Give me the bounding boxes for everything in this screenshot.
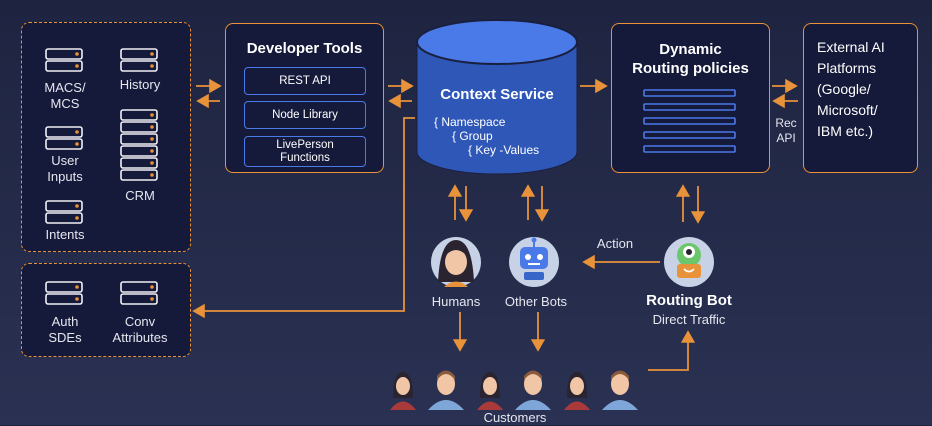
routing-bot-sublabel: Direct Traffic: [652, 312, 726, 327]
action-label: Action: [596, 236, 634, 251]
conv-label: Conv Attributes: [112, 314, 168, 345]
macs-label: MACS/ MCS: [44, 80, 86, 111]
context-service-title: Context Service: [440, 86, 554, 103]
user-inputs-label: User Inputs: [47, 153, 83, 184]
routing-bot-label: Routing Bot: [646, 292, 732, 309]
group-label: { Group: [452, 129, 493, 143]
routing-bot-icon: [664, 237, 714, 287]
external-ai-text: External AI Platforms (Google/ Microsoft…: [817, 39, 885, 139]
rec-api-label: Rec API: [775, 116, 797, 145]
other-bots-icon: [509, 237, 559, 287]
customers-label: Customers: [483, 410, 547, 425]
key-values-label: { Key -Values: [468, 143, 540, 157]
routing-policies-panel: Dynamic Routing policies: [611, 23, 770, 173]
routing-policies-title: Dynamic Routing policies: [632, 41, 749, 77]
namespace-label: { Namespace: [434, 115, 506, 129]
developer-tools-title: Developer Tools: [246, 40, 363, 57]
other-bots-label: Other Bots: [504, 294, 568, 309]
auth-label: Auth SDEs: [48, 314, 82, 345]
liveperson-functions-item[interactable]: LivePerson Functions: [244, 136, 366, 167]
humans-icon: [431, 237, 481, 287]
humans-label: Humans: [431, 294, 481, 309]
attributes-panel: [21, 263, 191, 357]
node-library-item[interactable]: Node Library: [244, 101, 366, 129]
rest-api-item[interactable]: REST API: [244, 67, 366, 95]
external-ai-panel: External AI Platforms (Google/ Microsoft…: [803, 23, 918, 173]
intents-label: Intents: [45, 227, 85, 242]
crm-label: CRM: [125, 188, 155, 203]
developer-tools-panel: Developer Tools REST API Node Library Li…: [225, 23, 384, 173]
history-label: History: [119, 77, 161, 92]
